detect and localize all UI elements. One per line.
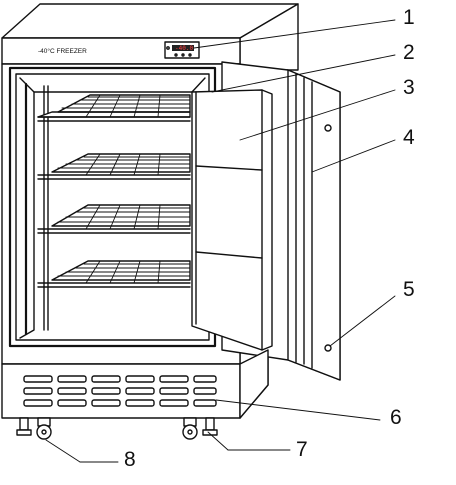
callout-1: 1 (403, 6, 415, 29)
callout-leaders (45, 19, 396, 463)
leader-7 (207, 431, 229, 451)
door-hinge (324, 344, 332, 352)
inner-door-panels (191, 89, 273, 351)
callout-8: 8 (124, 448, 136, 471)
callout-2: 2 (403, 41, 415, 64)
shelf-2 (37, 153, 191, 180)
temperature-display: -40.0 (175, 45, 193, 52)
leader-3 (239, 89, 396, 141)
leader-8 (45, 439, 81, 463)
shelf-4 (37, 260, 191, 288)
shelf-1 (37, 94, 191, 122)
ventilation-grille (23, 375, 217, 407)
model-label: -40°C FREEZER (38, 47, 87, 55)
caster-wheel-left (36, 417, 52, 440)
callout-6: 6 (390, 406, 402, 429)
base (1, 349, 269, 419)
callout-5: 5 (403, 278, 415, 301)
leader-5 (329, 295, 396, 347)
shelf-wires (85, 94, 161, 284)
leveling-foot-left (16, 417, 32, 436)
callout-3: 3 (403, 76, 415, 99)
leader-1 (193, 19, 396, 49)
leader-2 (211, 54, 396, 93)
caster-wheel-right (182, 417, 198, 440)
shelf-3 (37, 204, 191, 234)
callout-4: 4 (403, 126, 415, 149)
callout-7: 7 (296, 438, 308, 461)
leader-4 (311, 139, 396, 173)
leveling-foot-right (202, 417, 218, 436)
leader-6 (215, 399, 381, 421)
control-panel: -40.0 (164, 41, 200, 59)
